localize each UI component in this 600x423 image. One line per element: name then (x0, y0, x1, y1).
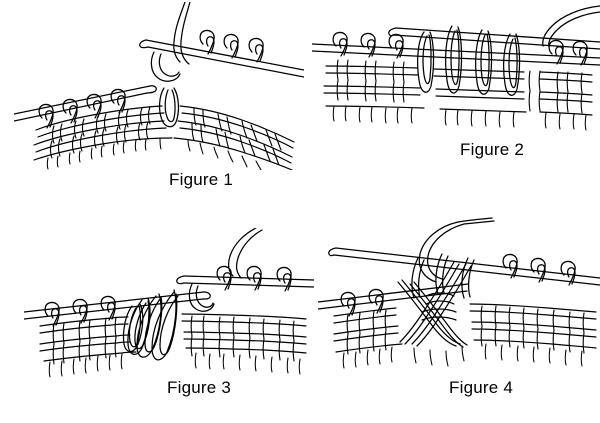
figure-3-caption: Figure 3 (167, 378, 231, 397)
figure-4-cell: Figure 4 (318, 216, 600, 408)
figure-1-illustration (14, 2, 304, 170)
figure-2-cell: Figure 2 (312, 0, 600, 175)
figure-4-caption: Figure 4 (449, 378, 513, 397)
figure-3-cell: Figure 3 (24, 228, 314, 413)
figure-2-illustration (312, 5, 600, 131)
figure-1-cell: Figure 1 (14, 2, 304, 202)
figure-1-caption: Figure 1 (169, 170, 233, 189)
figure-4-illustration (318, 217, 600, 369)
figure-3-illustration (24, 228, 314, 378)
figure-2-caption: Figure 2 (460, 140, 524, 159)
